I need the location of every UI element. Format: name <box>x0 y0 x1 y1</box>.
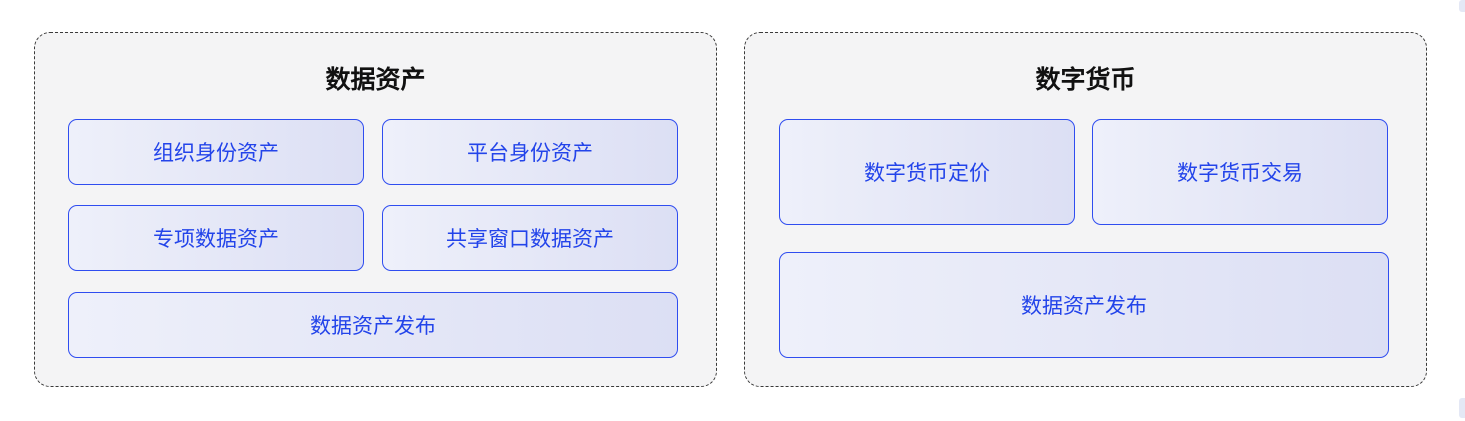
digital-currency-pricing-box[interactable]: 数字货币定价 <box>779 119 1075 225</box>
shared-window-data-assets-box[interactable]: 共享窗口数据资产 <box>382 205 678 271</box>
data-asset-publish-label-right: 数据资产发布 <box>1021 294 1147 318</box>
data-assets-panel: 数据资产 组织身份资产 平台身份资产 专项数据资产 共享窗口数据资产 数据资产发… <box>34 32 717 387</box>
special-data-assets-box[interactable]: 专项数据资产 <box>68 205 364 271</box>
special-data-assets-label: 专项数据资产 <box>153 227 279 251</box>
platform-identity-assets-box[interactable]: 平台身份资产 <box>382 119 678 185</box>
shared-window-data-assets-label: 共享窗口数据资产 <box>446 227 614 251</box>
edge-decoration-bottom <box>1459 398 1465 418</box>
org-identity-assets-label: 组织身份资产 <box>153 141 279 165</box>
platform-identity-assets-label: 平台身份资产 <box>467 141 593 165</box>
digital-currency-pricing-label: 数字货币定价 <box>864 161 990 185</box>
data-asset-publish-label-left: 数据资产发布 <box>310 314 436 338</box>
digital-currency-title: 数字货币 <box>1035 65 1136 94</box>
data-asset-publish-box-left[interactable]: 数据资产发布 <box>68 292 678 358</box>
digital-currency-panel: 数字货币 数字货币定价 数字货币交易 数据资产发布 <box>744 32 1427 387</box>
data-asset-publish-box-right[interactable]: 数据资产发布 <box>779 252 1389 358</box>
data-assets-title: 数据资产 <box>325 65 426 94</box>
digital-currency-trading-box[interactable]: 数字货币交易 <box>1092 119 1388 225</box>
org-identity-assets-box[interactable]: 组织身份资产 <box>68 119 364 185</box>
edge-decoration-top <box>1459 0 1465 12</box>
digital-currency-trading-label: 数字货币交易 <box>1177 161 1303 185</box>
